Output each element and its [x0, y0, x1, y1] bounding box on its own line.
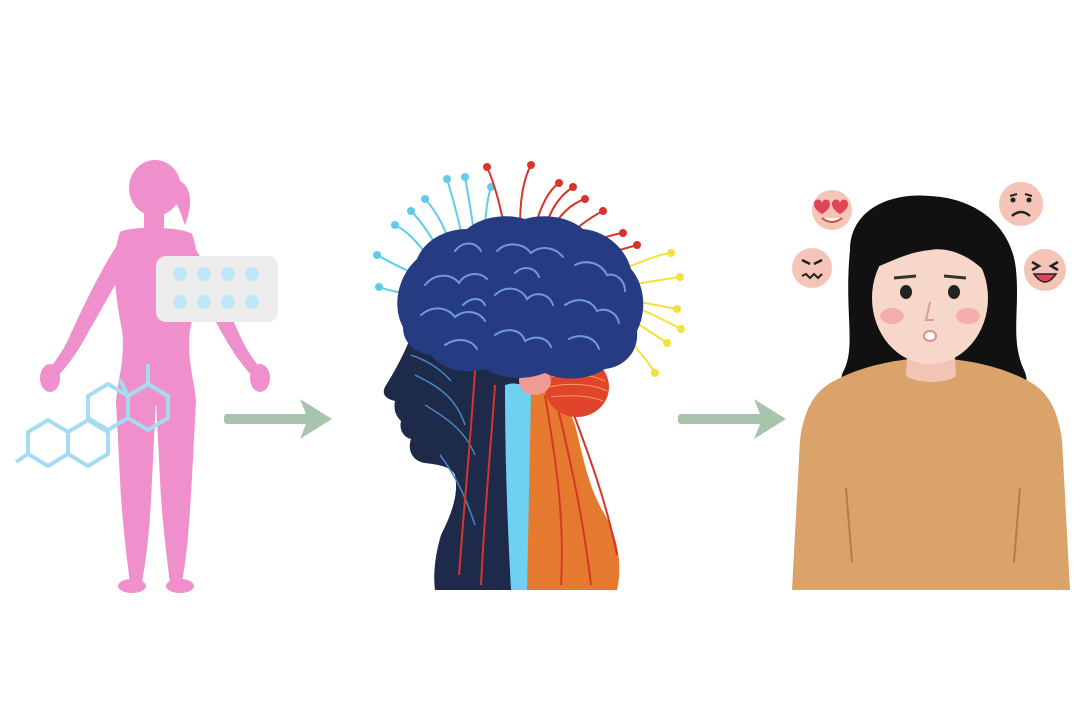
hormone-molecule-icon [14, 364, 170, 468]
mouth [923, 330, 937, 342]
brain-folds [420, 242, 626, 350]
face [872, 232, 988, 364]
brain [397, 216, 644, 379]
pill-pack-icon [156, 256, 278, 322]
right-arrow-icon [222, 395, 337, 445]
head-profile [383, 325, 525, 590]
angry-emoji-icon [792, 248, 832, 288]
in-love-emoji-icon [812, 190, 852, 230]
eyes [893, 274, 967, 299]
sweater [792, 358, 1070, 590]
female-body-silhouette [40, 160, 270, 593]
sad-emoji-icon [999, 182, 1043, 226]
laughing-emoji-icon [1024, 249, 1066, 291]
brain-nervous-system-icon [355, 155, 700, 600]
spinal-cord [505, 383, 531, 590]
right-arrow-icon [676, 395, 791, 445]
woman-mood-emotions-icon [780, 170, 1080, 600]
female-body-hormone-pill-icon [10, 150, 310, 610]
face-nerve-lines [410, 354, 476, 526]
throat-area [520, 365, 620, 590]
